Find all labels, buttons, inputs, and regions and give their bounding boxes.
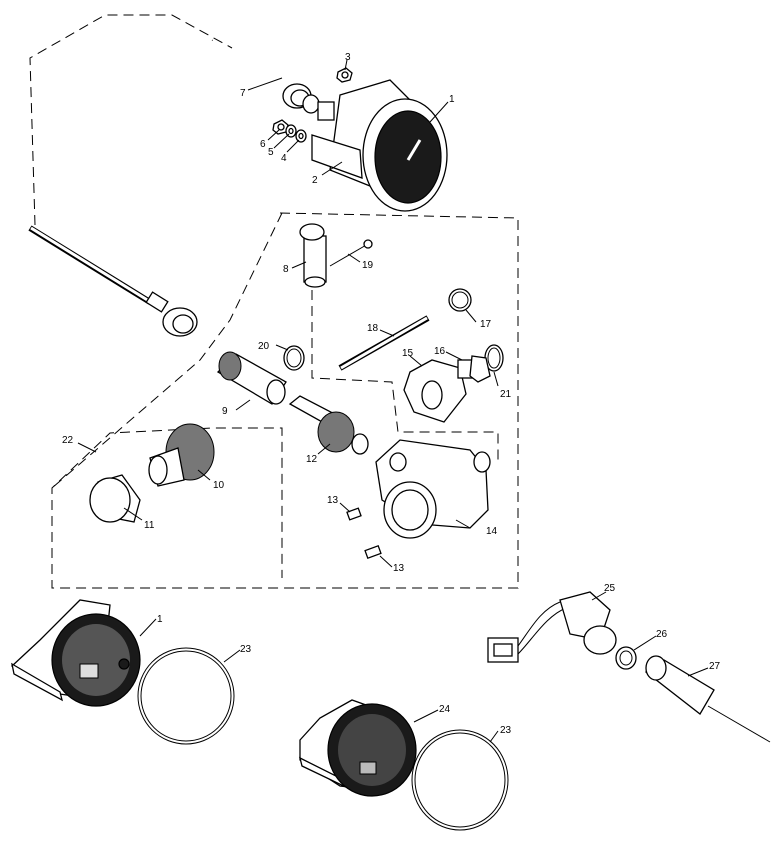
fitting-16 bbox=[457, 355, 491, 383]
drive-inner-dashed-outline bbox=[311, 258, 499, 465]
callout-14: 14 bbox=[486, 526, 498, 537]
callout-21: 21 bbox=[500, 389, 512, 400]
hex-nut-15 bbox=[403, 359, 467, 423]
ring-23-left bbox=[137, 647, 235, 745]
callout-9: 9 bbox=[222, 406, 228, 417]
callout-20: 20 bbox=[258, 341, 270, 352]
callout-12: 12 bbox=[306, 454, 318, 465]
callout-8: 8 bbox=[283, 264, 289, 275]
callout-18: 18 bbox=[367, 323, 379, 334]
callout-1-lower: 1 bbox=[157, 614, 163, 625]
speedometer-upper bbox=[311, 79, 448, 212]
speedometer-lower-left bbox=[10, 599, 141, 707]
speedometer-cable-upper bbox=[211, 38, 320, 114]
callout-10: 10 bbox=[213, 480, 225, 491]
ring-23-middle bbox=[411, 729, 509, 831]
speedometer-cable-lower bbox=[28, 225, 198, 337]
housing-14 bbox=[375, 439, 491, 539]
callout-23-left: 23 bbox=[240, 644, 252, 655]
callout-6: 6 bbox=[260, 139, 266, 150]
callout-15: 15 bbox=[402, 348, 414, 359]
washer-4 bbox=[295, 129, 307, 143]
callout-26: 26 bbox=[656, 629, 668, 640]
o-ring-17 bbox=[448, 288, 472, 312]
callout-13-upper: 13 bbox=[327, 495, 339, 506]
nut-3 bbox=[336, 67, 353, 83]
sensor-27 bbox=[644, 655, 771, 743]
callout-16: 16 bbox=[434, 346, 446, 357]
callout-4: 4 bbox=[281, 153, 287, 164]
callout-11: 11 bbox=[144, 520, 155, 531]
worm-9 bbox=[216, 351, 287, 405]
callout-25: 25 bbox=[604, 583, 616, 594]
leader-lines bbox=[77, 59, 709, 743]
gear-shaft-12 bbox=[288, 395, 369, 455]
callout-13-lower: 13 bbox=[393, 563, 405, 574]
callout-19: 19 bbox=[362, 260, 374, 271]
callout-labels: 1 2 3 4 5 6 7 8 9 10 11 12 13 13 14 15 1… bbox=[62, 52, 721, 736]
gear-10 bbox=[148, 423, 215, 487]
callout-3: 3 bbox=[345, 52, 351, 63]
pin-8 bbox=[299, 223, 327, 288]
callout-1: 1 bbox=[449, 94, 455, 105]
shaft-18 bbox=[338, 315, 430, 371]
o-ring-26 bbox=[615, 646, 637, 670]
callout-5: 5 bbox=[268, 147, 274, 158]
callout-7: 7 bbox=[240, 88, 246, 99]
callout-17: 17 bbox=[480, 319, 492, 330]
callout-27: 27 bbox=[709, 661, 721, 672]
callout-24: 24 bbox=[439, 704, 451, 715]
callout-2: 2 bbox=[312, 175, 318, 186]
o-ring-20 bbox=[283, 345, 305, 371]
callout-23-middle: 23 bbox=[500, 725, 512, 736]
drive-group-dashed-outline bbox=[51, 212, 519, 589]
cap-11 bbox=[89, 474, 141, 523]
speedometer-24 bbox=[299, 699, 417, 797]
sensor-connector-25 bbox=[487, 591, 617, 663]
cable-group-dashed-outline bbox=[29, 14, 233, 226]
callout-22: 22 bbox=[62, 435, 74, 446]
screw-13-upper bbox=[346, 507, 362, 521]
screw-13-lower bbox=[364, 545, 382, 559]
